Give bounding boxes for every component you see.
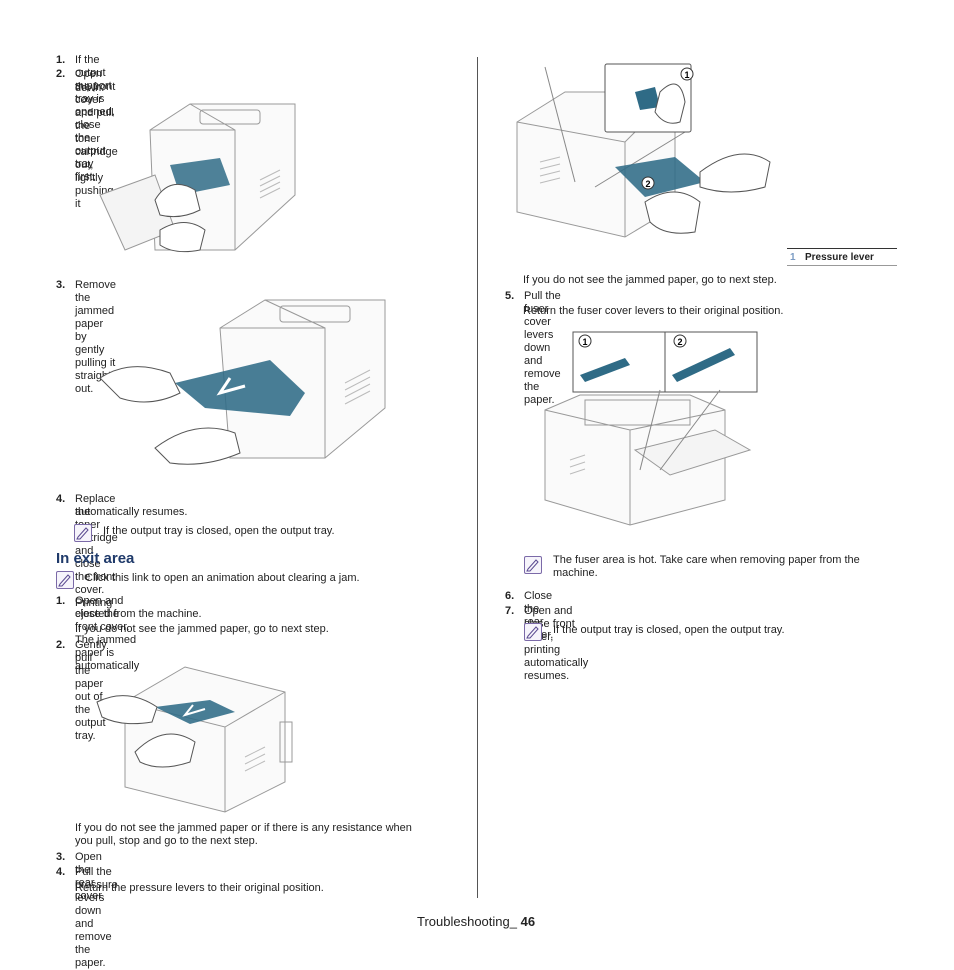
column-divider	[477, 57, 478, 898]
note-icon	[524, 623, 542, 641]
right-next-step-note: If you do not see the jammed paper, go t…	[523, 274, 777, 286]
note-icon	[74, 524, 92, 542]
note-output-tray: If the output tray is closed, open the o…	[103, 525, 335, 537]
caption-rule-bottom	[787, 265, 897, 266]
output-tray-illustration	[96, 666, 293, 813]
note-fuser-hot-line2: machine.	[553, 567, 598, 579]
inset-callout-2: 2	[645, 179, 650, 189]
resistance-note-line2: you pull, stop and go to the next step.	[75, 835, 258, 847]
return-fuser-levers: Return the fuser cover levers to their o…	[523, 305, 784, 317]
page-number: 46	[520, 914, 536, 929]
note-icon	[524, 556, 542, 574]
animation-link[interactable]: Click this link to open an animation abo…	[85, 572, 360, 584]
step-4-continuation: automatically resumes.	[75, 506, 188, 518]
caption-pressure-lever: Pressure lever	[805, 252, 874, 263]
pressure-lever-illustration: 1 2	[516, 63, 771, 238]
pull-paper-illustration	[99, 299, 386, 465]
fuser-lever-illustration: 1 2	[544, 331, 758, 526]
section-heading-exit-area: In exit area	[56, 550, 135, 567]
note-output-tray-right: If the output tray is closed, open the o…	[553, 624, 785, 636]
return-pressure-levers: Return the pressure levers to their orig…	[75, 882, 324, 894]
exit-next-step-note: If you do not see the jammed paper, go t…	[75, 623, 329, 635]
resistance-note-line1: If you do not see the jammed paper or if…	[75, 822, 412, 834]
fuser-callout-1: 1	[582, 337, 587, 347]
caption-number: 1	[790, 252, 796, 263]
step-2-continuation: down.	[75, 82, 105, 94]
inset-callout-1: 1	[684, 70, 689, 80]
fuser-callout-2: 2	[677, 337, 682, 347]
exit-step-1-continuation: ejected from the machine.	[75, 608, 202, 620]
printer-toner-illustration	[99, 103, 296, 253]
caption-rule-top	[787, 248, 897, 249]
note-icon	[56, 571, 74, 589]
note-fuser-hot-line1: The fuser area is hot. Take care when re…	[553, 554, 860, 566]
page-footer: Troubleshooting_ 46	[417, 914, 535, 929]
footer-section: Troubleshooting_	[417, 914, 517, 929]
